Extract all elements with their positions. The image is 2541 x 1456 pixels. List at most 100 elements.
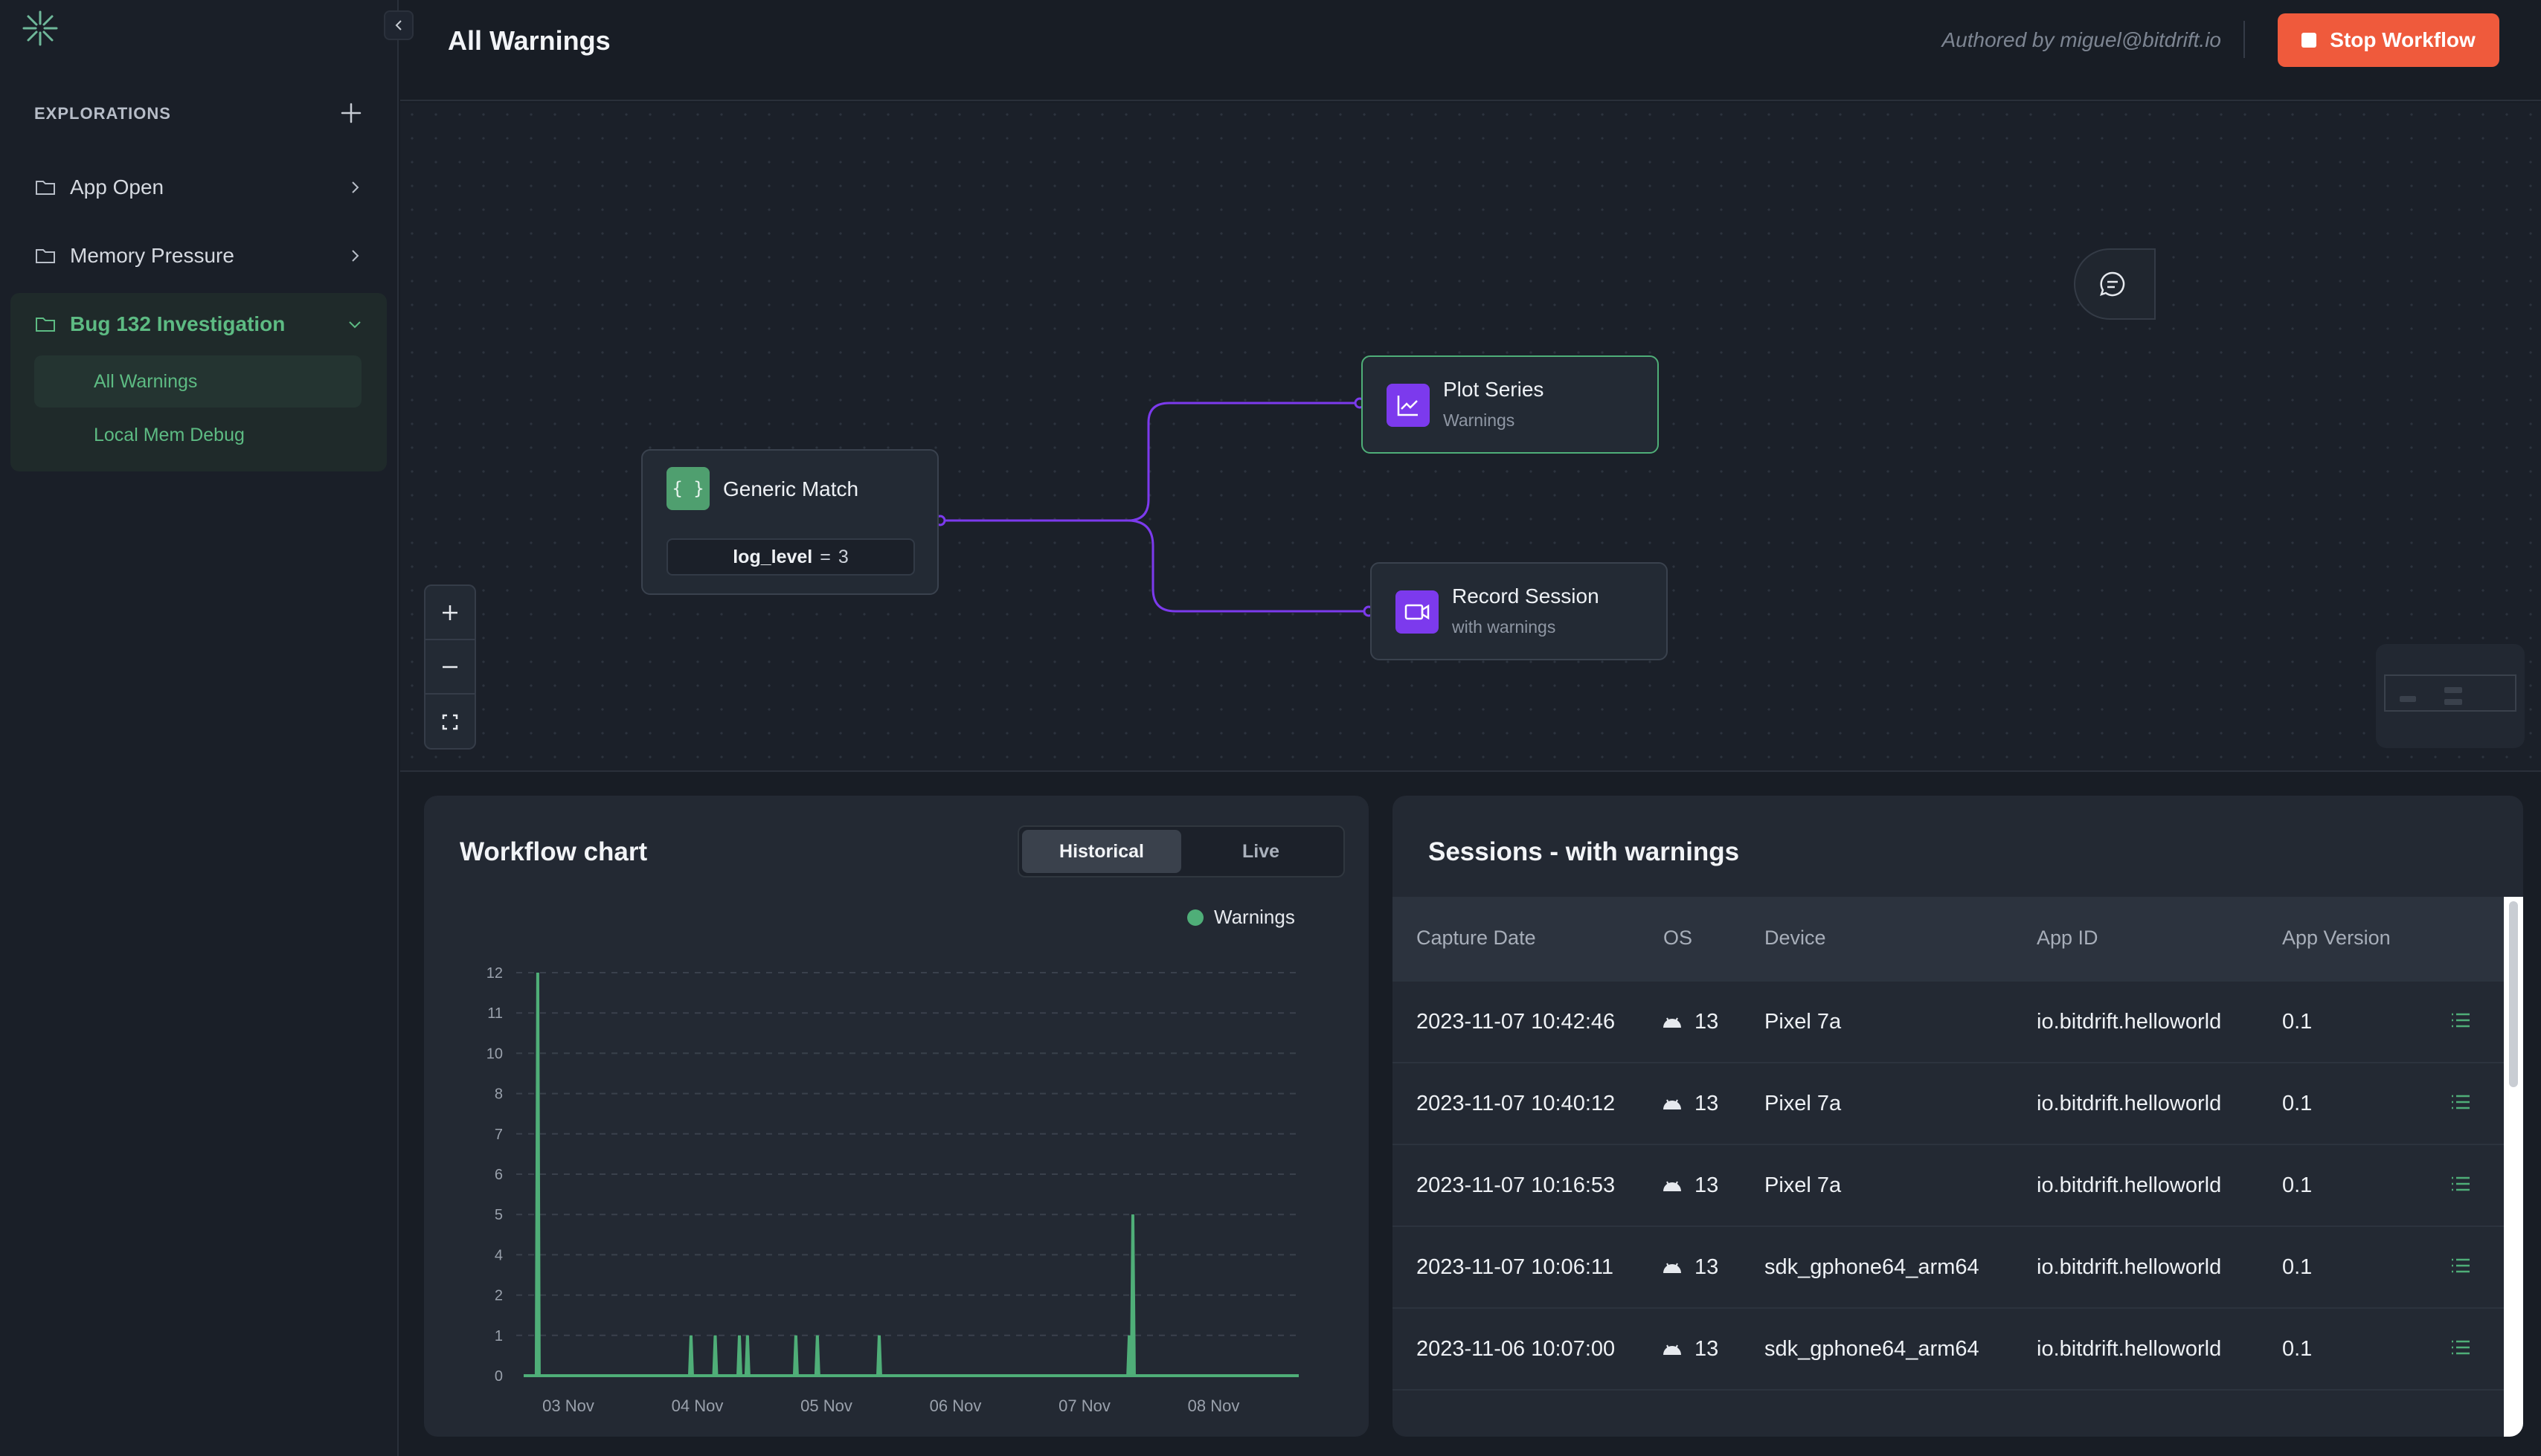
series-spike: [878, 1336, 881, 1376]
android-icon: [1662, 1261, 1683, 1275]
line-chart-icon: [1387, 384, 1430, 427]
workflow-canvas[interactable]: { } Generic Match log_level = 3 Plot Ser…: [400, 103, 2541, 772]
workflow-chart-panel: Workflow chart Historical Live Warnings …: [424, 796, 1369, 1437]
y-tick-label: 5: [495, 1207, 503, 1223]
add-exploration-icon[interactable]: [338, 100, 364, 126]
android-icon: [1662, 1343, 1683, 1356]
cell-os: 13: [1662, 1092, 1718, 1116]
os-version: 13: [1694, 1337, 1718, 1362]
os-version: 13: [1694, 1010, 1718, 1034]
cell-device: Pixel 7a: [1764, 1010, 1841, 1034]
os-version: 13: [1694, 1173, 1718, 1198]
exploration-bug-132[interactable]: Bug 132 Investigation: [34, 306, 364, 343]
session-details-icon[interactable]: [2449, 1172, 2473, 1196]
cell-app-version: 0.1: [2282, 1010, 2312, 1034]
series-spike: [1131, 1214, 1134, 1376]
header: All Warnings Authored by miguel@bitdrift…: [400, 0, 2541, 101]
folder-icon: [34, 176, 57, 199]
scrollbar-thumb[interactable]: [2509, 901, 2518, 1087]
session-details-icon[interactable]: [2449, 1254, 2473, 1278]
session-details-icon[interactable]: [2449, 1008, 2473, 1032]
folder-icon: [34, 245, 57, 267]
exploration-app-open[interactable]: App Open: [34, 169, 364, 206]
zoom-controls: [424, 584, 476, 750]
series-spike: [690, 1336, 693, 1376]
os-version: 13: [1694, 1092, 1718, 1116]
node-plot-series[interactable]: Plot Series Warnings: [1361, 355, 1659, 454]
workflow-local-mem-debug[interactable]: Local Mem Debug: [34, 409, 362, 461]
node-title: Plot Series: [1443, 378, 1543, 402]
table-header: Capture Date OS Device App ID App Versio…: [1392, 897, 2504, 982]
warnings-chart: 0124567810111203 Nov04 Nov05 Nov06 Nov07…: [424, 796, 1369, 1437]
y-tick-label: 6: [495, 1167, 503, 1183]
table-row[interactable]: 2023-11-07 10:16:53 13 Pixel 7a io.bitdrift…: [1392, 1145, 2504, 1227]
minus-icon: [440, 657, 460, 677]
explorations-heading: EXPLORATIONS: [34, 104, 171, 123]
author-text: Authored by miguel@bitdrift.io: [1942, 28, 2222, 52]
column-os[interactable]: OS: [1663, 927, 1692, 950]
cell-capture-date: 2023-11-06 10:07:00: [1416, 1337, 1615, 1362]
y-tick-label: 0: [495, 1368, 503, 1385]
node-generic-match[interactable]: { } Generic Match log_level = 3: [641, 449, 939, 595]
node-title: Generic Match: [723, 477, 858, 501]
y-tick-label: 7: [495, 1127, 503, 1143]
workflow-all-warnings[interactable]: All Warnings: [34, 355, 362, 408]
node-record-session[interactable]: Record Session with warnings: [1370, 562, 1668, 660]
header-divider: [2243, 21, 2245, 58]
zoom-out-button[interactable]: [425, 640, 475, 695]
table-row[interactable]: 2023-11-07 10:06:1113sdk_gphone64_arm64i…: [1392, 1227, 2504, 1309]
condition-value: 3: [838, 547, 849, 568]
folder-icon: [34, 313, 57, 335]
y-tick-label: 2: [495, 1288, 503, 1304]
sidebar: EXPLORATIONS App Open Memory Pressure Bu…: [0, 0, 399, 1456]
video-camera-icon: [1395, 590, 1439, 634]
cell-app-id: io.bitdrift.helloworld: [2037, 1092, 2221, 1116]
stop-workflow-button[interactable]: Stop Workflow: [2278, 13, 2499, 67]
cell-app-id: io.bitdrift.helloworld: [2037, 1173, 2221, 1198]
braces-icon: { }: [666, 467, 710, 510]
table-row[interactable]: 2023-11-07 10:42:4613Pixel 7aio.bitdrift…: [1392, 982, 2504, 1063]
y-tick-label: 11: [487, 1005, 503, 1022]
x-tick-label: 07 Nov: [1059, 1397, 1111, 1415]
cell-os: 13: [1662, 1255, 1718, 1280]
cell-capture-date: 2023-11-07 10:16:53: [1416, 1173, 1615, 1198]
cell-device: Pixel 7a: [1764, 1092, 1841, 1116]
y-tick-label: 4: [495, 1247, 503, 1263]
minimap[interactable]: [2376, 644, 2525, 748]
bitdrift-logo-icon[interactable]: [19, 7, 61, 49]
sessions-panel-title: Sessions - with warnings: [1428, 837, 1739, 867]
table-row[interactable]: 2023-11-06 10:07:0013sdk_gphone64_arm64i…: [1392, 1309, 2504, 1391]
cell-app-version: 0.1: [2282, 1337, 2312, 1362]
session-details-icon[interactable]: [2449, 1336, 2473, 1359]
match-condition[interactable]: log_level = 3: [666, 538, 915, 576]
y-tick-label: 1: [495, 1328, 503, 1344]
chevron-left-icon: [391, 18, 406, 33]
condition-operator: =: [820, 547, 831, 568]
column-capture-date[interactable]: Capture Date: [1416, 927, 1536, 950]
chevron-right-icon: [345, 246, 364, 265]
stop-icon: [2301, 33, 2316, 48]
cell-device: sdk_gphone64_arm64: [1764, 1255, 1979, 1280]
column-app-version[interactable]: App Version: [2282, 927, 2391, 950]
zoom-in-button[interactable]: [425, 586, 475, 640]
cell-app-version: 0.1: [2282, 1255, 2312, 1280]
session-details-icon[interactable]: [2449, 1090, 2473, 1114]
exploration-memory-pressure[interactable]: Memory Pressure: [34, 237, 364, 274]
cell-app-version: 0.1: [2282, 1173, 2312, 1198]
series-spike: [816, 1336, 819, 1376]
collapse-sidebar-button[interactable]: [384, 10, 414, 40]
os-version: 13: [1694, 1255, 1718, 1280]
cell-app-id: io.bitdrift.helloworld: [2037, 1255, 2221, 1280]
table-row[interactable]: 2023-11-07 10:40:1213Pixel 7aio.bitdrift…: [1392, 1063, 2504, 1145]
fit-view-button[interactable]: [425, 695, 475, 749]
y-tick-label: 10: [486, 1046, 503, 1062]
cell-device: Pixel 7a: [1764, 1173, 1841, 1198]
cell-os: 13: [1662, 1337, 1718, 1362]
column-app-id[interactable]: App ID: [2037, 927, 2098, 950]
page-title: All Warnings: [448, 25, 611, 57]
chat-button[interactable]: [2074, 248, 2156, 320]
android-icon: [1662, 1016, 1683, 1029]
column-device[interactable]: Device: [1764, 927, 1826, 950]
exploration-group-bug-132: Bug 132 Investigation All Warnings Local…: [10, 293, 387, 471]
table-scrollbar[interactable]: [2504, 897, 2523, 1437]
